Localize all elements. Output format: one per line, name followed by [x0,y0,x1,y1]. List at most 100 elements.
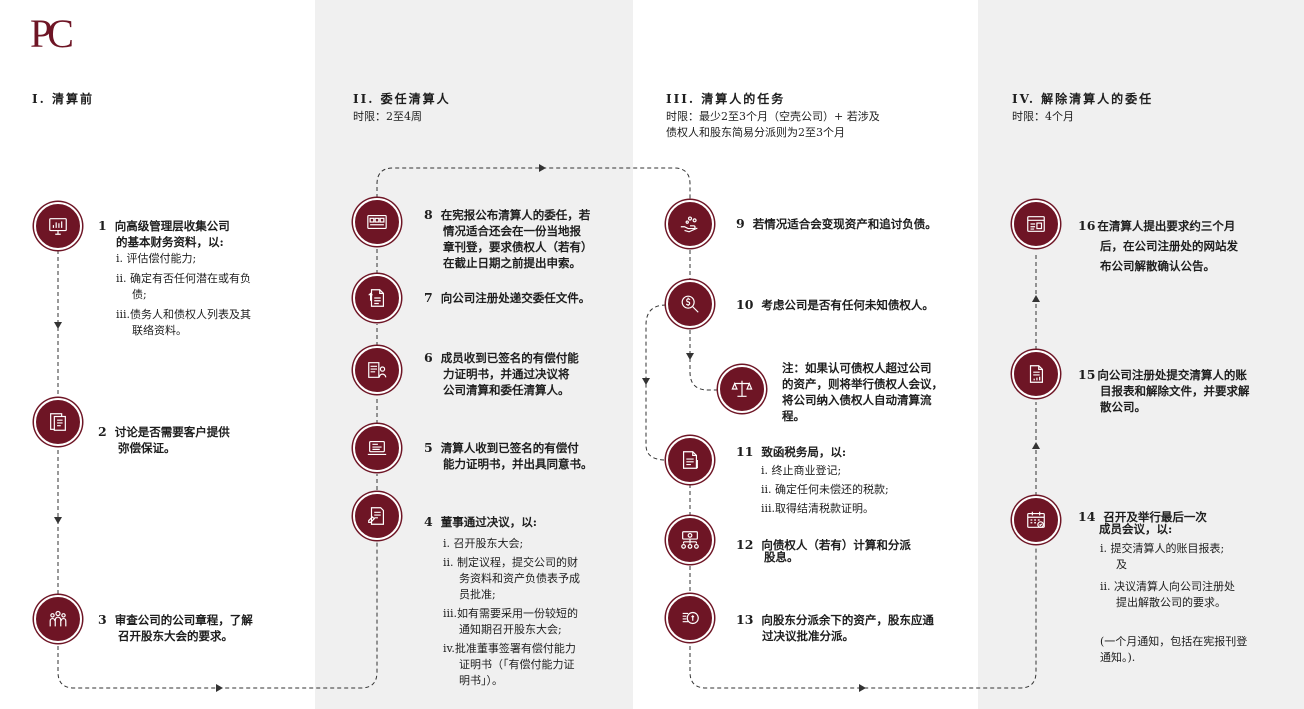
step-7-number: 7 [424,290,433,305]
column-1-background [0,0,315,709]
step-3-line-2: 召开股东大会的要求。 [118,629,233,643]
newspaper-icon [353,198,401,246]
step-16-line-1: 在清算人提出要求约三个月 [1097,219,1236,233]
step-11-line-1: 致函税务局，以: [761,445,847,459]
step-11-item-3: iii.取得结清税款证明。 [761,502,875,515]
step-1-line-1: 向高级管理层收集公司 [114,219,230,233]
step-15-line-3: 散公司。 [1100,400,1146,414]
step-12-line-2: 股息。 [764,550,799,564]
step-2-line-2: 弥偿保证。 [118,441,176,455]
connector-8-9 [376,167,691,200]
step-4-item-4b: 证明书（「有偿付能力证 [459,658,575,671]
phase-2-title: II. 委任清算人 [353,92,451,106]
step-14-item-1a: i. 提交清算人的账目报表; [1100,542,1225,555]
file-upload-icon [353,274,401,322]
step-5-line-2: 能力证明书，并出具同意书。 [443,457,593,471]
step-4-items: i. 召开股东大会; ii. 制定议程，提交公司的财 务资料和资产负债表予成 员… [443,536,633,689]
note-line-3: 将公司纳入债权人自动清算流 [782,393,932,407]
phase-4-title: IV. 解除清算人的委任 [1012,92,1154,106]
step-1-item-1: i. 评估偿付能力; [116,252,197,265]
logo: PC [30,11,74,56]
step-8-number: 8 [424,207,433,222]
arrow-head-7 [859,684,866,692]
step-14-notice-line-2: 通知。). [1100,651,1136,664]
step-1-item-2b: 债; [132,288,147,301]
step-10-number: 10 [736,297,754,312]
step-15-number: 15 [1078,367,1096,382]
step-12-line-1: 向债权人（若有）计算和分派 [761,538,911,552]
note-line-1: 注：如果认可债权人超过公司 [782,361,932,375]
connector-10-note [689,330,718,391]
step-13-line-2: 过决议批准分派。 [762,629,854,643]
step-6-number: 6 [424,350,433,365]
step-14-item-2a: ii. 决议清算人向公司注册处 [1100,580,1236,593]
step-2-text: 2 讨论是否需要客户提供 弥偿保证。 [98,424,298,456]
step-1-number: 1 [98,218,107,233]
step-14-item-1b: 及 [1116,558,1127,571]
step-8-line-1: 在宪报公布清算人的委任，若 [440,208,591,222]
people-group-icon [34,595,82,643]
arrow-head-5 [686,353,694,360]
step-1-line-2: 的基本财务资料，以: [116,235,224,249]
arrow-head-3 [216,684,223,692]
step-14-line-1: 召开及举行最后一次 [1103,510,1207,524]
connector-3-4 [57,542,378,689]
arrow-head-6 [642,378,650,385]
step-4-text: 4 董事通过决议，以: [424,514,629,530]
step-4-item-3a: iii.如有需要采用一份较短的 [443,607,579,620]
step-1-item-2a: ii. 确定有否任何潜在或有负 [116,272,252,285]
step-6-line-3: 公司清算和委任清算人。 [443,383,570,397]
step-14-notice: (一个月通知，包括在宪报刊登 通知。). [1100,634,1300,666]
hand-coins-icon [666,200,714,248]
document-stack-icon [34,398,82,446]
step-4-item-1: i. 召开股东大会; [443,537,524,550]
money-distribution-icon [666,516,714,564]
report-document-icon [1012,350,1060,398]
step-2-line-1: 讨论是否需要客户提供 [114,425,230,439]
note-text: 注：如果认可债权人超过公司 的资产，则将举行债权人会议， 将公司纳入债权人自动清… [782,360,972,424]
phase-1-title: I. 清算前 [32,92,94,106]
step-10-line-1: 考虑公司是否有任何未知债权人。 [761,298,934,312]
magnifier-coin-icon [666,280,714,328]
step-14-items: i. 提交清算人的账目报表; 及 ii. 决议清算人向公司注册处 提出解散公司的… [1100,541,1300,611]
scales-icon [718,365,766,413]
step-11-item-1: i. 终止商业登记; [761,464,842,477]
connector-13-14 [689,546,1037,689]
step-4-item-4c: 明书」）。 [459,674,503,687]
arrow-head-9 [1032,295,1040,302]
step-14-item-2b: 提出解散公司的要求。 [1116,596,1226,609]
step-7-text: 7 向公司注册处递交委任文件。 [424,290,629,306]
phase-3-timeframe-line-1: 时限：最少2至3个月（空壳公司）+ 若涉及 [666,110,880,123]
step-1-items: i. 评估偿付能力; ii. 确定有否任何潜在或有负 债; iii.债务人和债权… [116,251,306,339]
step-11-items: i. 终止商业登记; ii. 确定任何未偿还的税款; iii.取得结清税款证明。 [761,463,971,517]
step-11-number: 11 [736,444,754,459]
step-4-item-2a: ii. 制定议程，提交公司的财 [443,556,579,569]
step-3-number: 3 [98,612,107,627]
step-9-line-1: 若情况适合会变现资产和追讨负债。 [752,217,937,231]
step-6-line-1: 成员收到已签名的有偿付能 [440,351,579,365]
step-1-text: 1 向高级管理层收集公司 的基本财务资料，以: [98,218,298,250]
phase-3-title: III. 清算人的任务 [666,92,786,106]
laptop-icon [353,424,401,472]
step-11-item-2: ii. 确定任何未偿还的税款; [761,483,889,496]
step-9-number: 9 [736,216,745,231]
arrow-head-1 [54,322,62,329]
note-line-2: 的资产，则将举行债权人会议， [782,377,943,391]
step-9-text: 9 若情况适合会变现资产和追讨负债。 [736,216,971,232]
step-3-line-1: 审查公司的公司章程，了解 [114,613,253,627]
step-15-line-1: 向公司注册处提交清算人的账 [1097,368,1247,382]
step-14-line-2: 成员会议，以: [1099,522,1173,536]
step-13-number: 13 [736,612,754,627]
step-16-line-2: 后，在公司注册处的网站发 [1100,239,1238,253]
arrow-head-2 [54,517,62,524]
step-4-line-1: 董事通过决议，以: [440,515,537,529]
step-2-number: 2 [98,424,107,439]
step-7-line-1: 向公司注册处递交委任文件。 [440,291,591,305]
step-4-number: 4 [424,514,433,529]
step-3-text: 3 审查公司的公司章程，了解 召开股东大会的要求。 [98,612,298,644]
document-sign-icon [353,492,401,540]
step-16-line-3: 布公司解散确认公告。 [1100,259,1215,273]
